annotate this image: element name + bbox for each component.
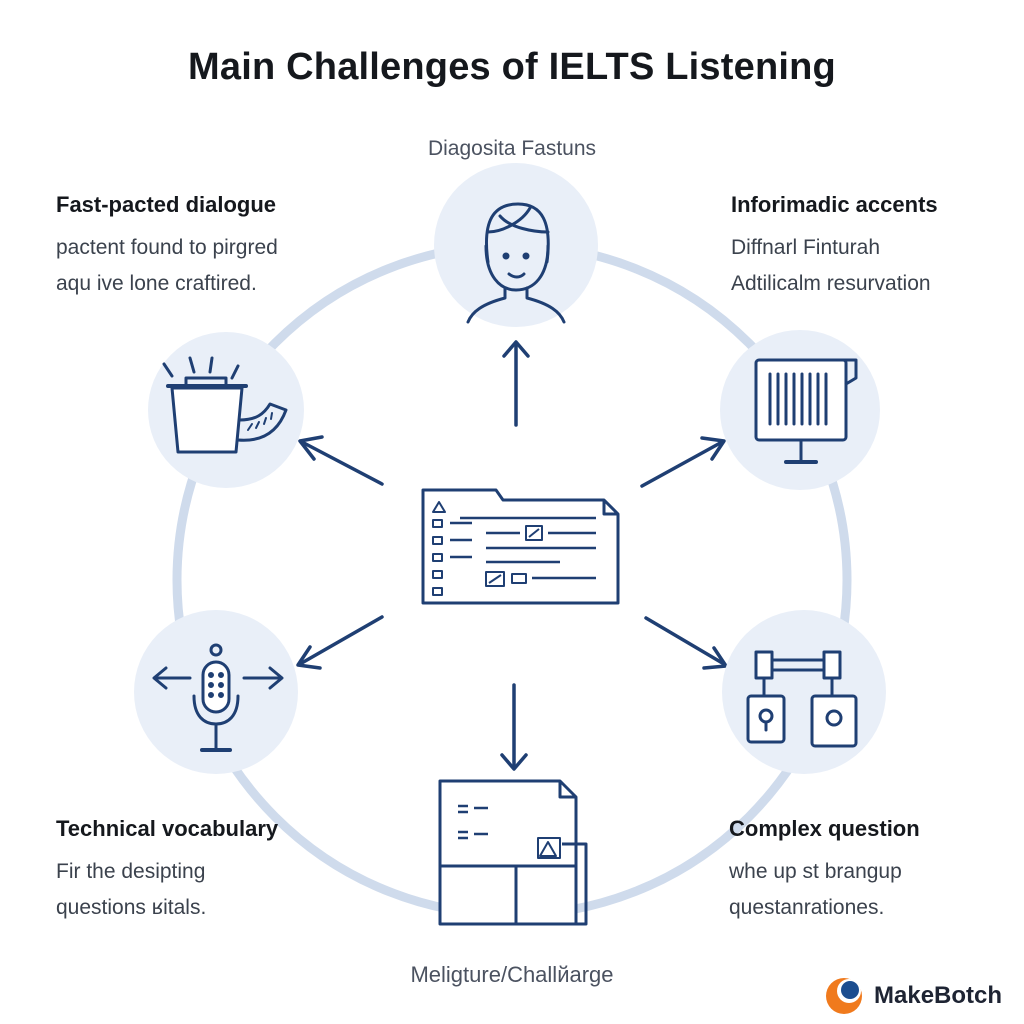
challenge-accents: Inforimadic accents Diffnarl Finturah Ad… (731, 192, 938, 302)
speaker-box-icon (162, 356, 288, 454)
monitor-barcode-icon (754, 358, 858, 464)
brand-name: MakeBotch (874, 982, 1003, 1009)
node-person (434, 163, 598, 327)
stacked-documents-icon (438, 779, 588, 926)
node-panels (722, 610, 886, 774)
arrow-down (500, 683, 528, 771)
challenge-text-line: whe up st brangup (729, 860, 902, 883)
challenge-technical-vocabulary: Technical vocabulary Fir the desipting q… (56, 816, 278, 926)
challenge-heading: Fast-pacted dialogue (56, 192, 277, 217)
brand-watermark: MakeBotch (826, 976, 1002, 1016)
challenge-heading: Complex question (729, 816, 920, 841)
challenge-text-line: questions ʁitals. (56, 896, 207, 919)
person-head-icon (466, 202, 566, 324)
top-caption: Diagosita Fastuns (427, 137, 597, 160)
challenge-text-line: pactent found to pirgred (56, 236, 278, 259)
arrow-upper-left (298, 435, 384, 486)
challenge-text-line: Adtilicalm resurvation (731, 272, 931, 295)
arrow-up (502, 340, 530, 427)
document-folder-icon (421, 488, 620, 605)
arrow-lower-left (296, 615, 384, 670)
arrow-upper-right (640, 436, 726, 488)
page-title: Main Challenges of IELTS Listening (188, 46, 836, 88)
connected-panels-icon (746, 650, 858, 748)
challenge-text-line: aqu ive lone craftired. (56, 272, 257, 295)
bottom-caption: Meligture/Challйarge (410, 962, 614, 987)
microphone-icon (152, 643, 284, 752)
challenge-text-line: Diffnarl Finturah (731, 236, 881, 259)
challenge-heading: Inforimadic accents (731, 192, 938, 217)
brand-logo-icon (826, 978, 862, 1014)
challenge-complex-question: Complex question whe up st brangup quest… (729, 816, 920, 926)
challenge-text-line: questanrationes. (729, 896, 885, 919)
challenge-heading: Technical vocabulary (56, 816, 279, 841)
challenge-text-line: Fir the desipting (56, 860, 206, 883)
arrow-lower-right (644, 616, 728, 670)
challenge-fast-paced-dialogue: Fast-pacted dialogue pactent found to pi… (56, 192, 278, 302)
